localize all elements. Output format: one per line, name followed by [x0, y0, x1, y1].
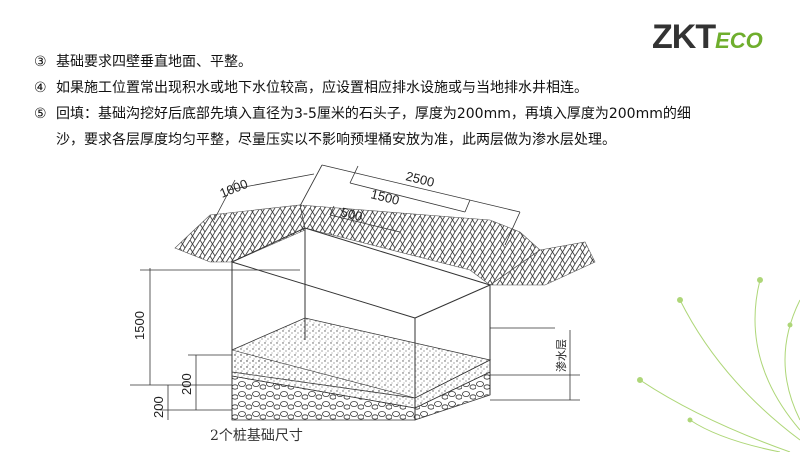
logo-main-text: ZKT [652, 18, 716, 56]
ground-soil-left [174, 204, 306, 263]
dim-500: 500 [339, 204, 364, 224]
seepage-layer-label: 渗水层 [554, 339, 568, 372]
item-text: 回填：基础沟挖好后底部先填入直径为3-5厘米的石头子，厚度为200mm，再填入厚… [56, 106, 691, 122]
dim-200-upper: 200 [179, 373, 194, 395]
list-item: ③ 基础要求四壁垂直地面、平整。 [34, 52, 252, 72]
dim-2500: 2500 [404, 168, 436, 190]
item-number: ③ [34, 54, 47, 70]
dim-1500-top: 1500 [369, 186, 401, 208]
item-number: ⑤ [34, 106, 47, 122]
item-text: 基础要求四壁垂直地面、平整。 [56, 54, 252, 70]
list-item-continuation: 沙，要求各层厚度均匀平整，尽量压实以不影响预埋桶安放为准，此两层做为渗水层处理。 [56, 130, 616, 150]
ground-soil-back [299, 204, 541, 286]
stone-layer-side [414, 371, 491, 421]
item-text: 如果施工位置常出现积水或地下水位较高，应设置相应排水设施或与当地排水井相连。 [56, 80, 588, 96]
dim-1500-height: 1500 [132, 311, 147, 340]
dim-1000: 1000 [218, 176, 250, 201]
dim-200-lower: 200 [151, 396, 166, 418]
diagram-caption: 2个桩基础尺寸 [210, 428, 303, 444]
logo-sub-text: ECO [715, 28, 763, 53]
dimension-lines [130, 164, 580, 420]
brand-logo: ZKTECO [652, 20, 763, 58]
item-text: 沙，要求各层厚度均匀平整，尽量压实以不影响预埋桶安放为准，此两层做为渗水层处理。 [56, 132, 616, 148]
decorative-dandelion-icon [637, 277, 800, 452]
item-number: ④ [34, 80, 47, 96]
list-item: ④ 如果施工位置常出现积水或地下水位较高，应设置相应排水设施或与当地排水井相连。 [34, 78, 588, 98]
ground-soil-right [489, 241, 596, 286]
list-item: ⑤ 回填：基础沟挖好后底部先填入直径为3-5厘米的石头子，厚度为200mm，再填入… [34, 104, 691, 124]
